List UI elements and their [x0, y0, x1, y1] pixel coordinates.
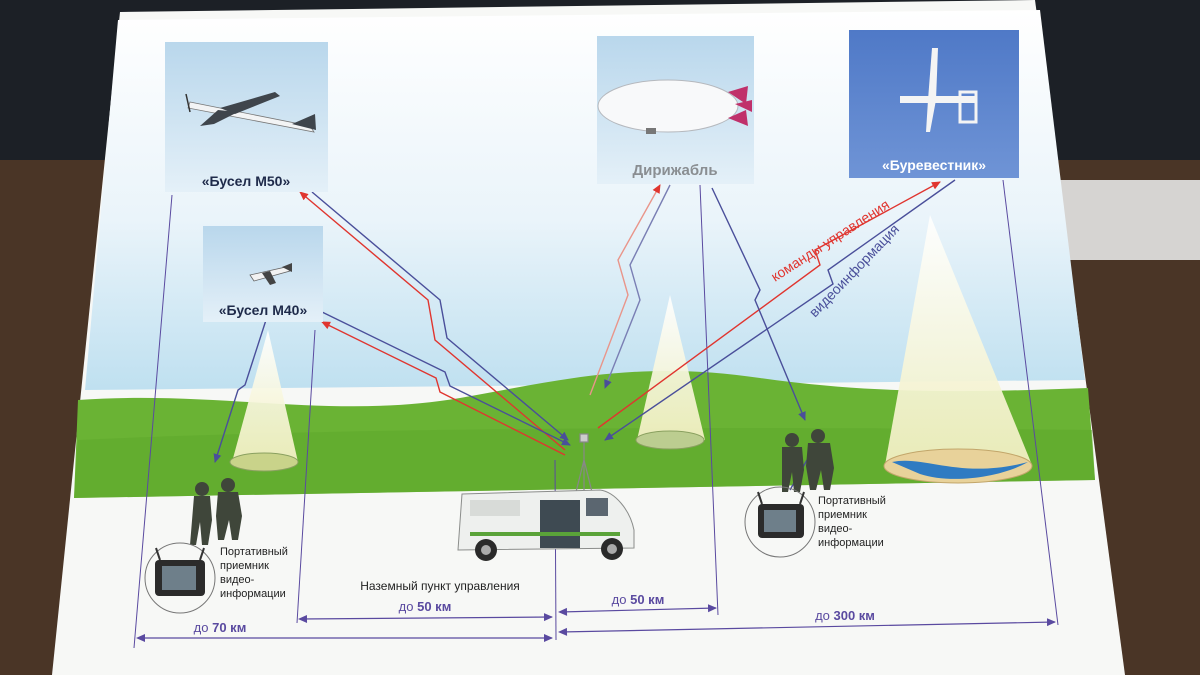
- portable-receiver-right-icon: [744, 486, 816, 558]
- receiver-left-line-2: приемник: [220, 560, 269, 572]
- operators-left-icon: [190, 478, 242, 545]
- label-dirigible: Дирижабль: [632, 162, 717, 179]
- label-burevestnik: «Буревестник»: [882, 157, 986, 173]
- receiver-right-line-3: видео-: [818, 523, 853, 535]
- distance-dimensions: [136, 604, 1056, 642]
- receiver-left-line-4: информации: [220, 588, 286, 600]
- receiver-right-line-1: Портативный: [818, 495, 886, 507]
- label-receiver-left: Портативный приемник видео- информации: [220, 546, 288, 600]
- operators-right-icon: [782, 429, 834, 492]
- label-control-station: Наземный пункт управления: [360, 579, 520, 593]
- sky-area: [85, 10, 1085, 390]
- distance-50km-right: до 50 км: [612, 592, 665, 607]
- uav-m50-icon: [185, 92, 316, 133]
- photo-busel-m40: «Бусел М40»: [203, 226, 323, 322]
- portable-receiver-left-icon: [144, 542, 216, 614]
- river-icon: [892, 460, 1028, 479]
- label-busel-m50: «Бусел М50»: [202, 173, 291, 189]
- receiver-left-line-1: Портативный: [220, 546, 288, 558]
- reference-lines: [133, 179, 1059, 649]
- communication-links: [213, 179, 956, 491]
- antenna-mast-icon: [575, 433, 593, 493]
- receiver-right-line-2: приемник: [818, 509, 867, 521]
- paper-stack: [1060, 180, 1200, 260]
- uav-m40-icon: [249, 263, 292, 285]
- distance-50km-left: до 50 км: [399, 599, 452, 614]
- photo-dirigible: Дирижабль: [597, 36, 754, 184]
- ground-control-van-icon: [457, 489, 635, 561]
- uav-burevestnik-icon: [900, 48, 978, 132]
- photo-burevestnik: «Буревестник»: [849, 30, 1019, 178]
- label-receiver-right: Портативный приемник видео- информации: [818, 495, 886, 549]
- dirigible-icon: [597, 79, 752, 134]
- distance-70km: до 70 км: [194, 620, 247, 635]
- receiver-right-line-4: информации: [818, 537, 884, 549]
- surveillance-beams: [229, 215, 1033, 484]
- receiver-left-line-3: видео-: [220, 574, 255, 586]
- label-busel-m40: «Бусел М40»: [219, 302, 308, 318]
- distance-300km: до 300 км: [815, 608, 875, 623]
- photo-busel-m50: «Бусел М50»: [165, 42, 328, 192]
